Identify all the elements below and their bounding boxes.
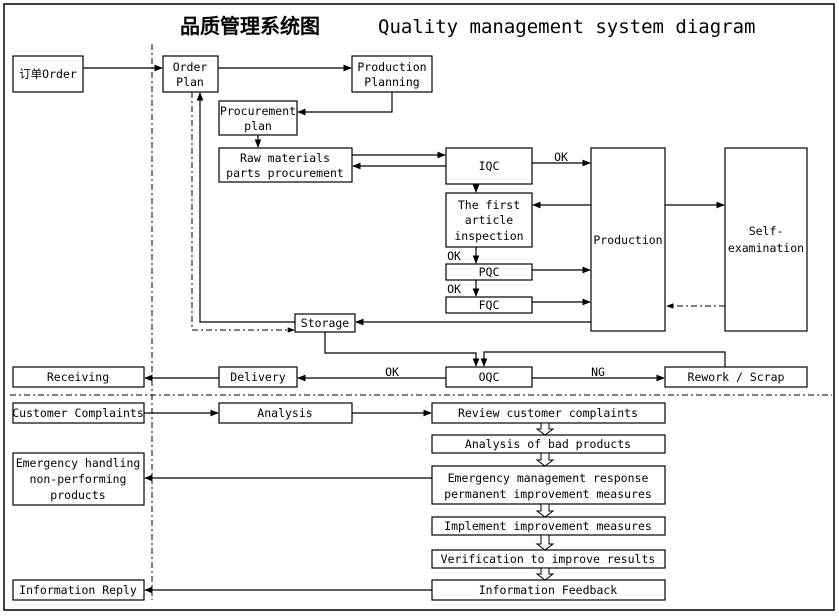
- order-plan-box: [162, 55, 219, 93]
- raw-materials-label-1: Raw materials: [240, 151, 330, 165]
- analysis-label: Analysis: [257, 406, 312, 420]
- ng-label: NG: [591, 365, 605, 379]
- order-label: 订单Order: [19, 67, 77, 81]
- hollow-arrow-2: [535, 452, 555, 467]
- pqc-label: PQC: [479, 265, 500, 279]
- first-article-label-1: The first: [458, 198, 520, 212]
- receiving-label: Receiving: [47, 370, 109, 384]
- rework-label: Rework / Scrap: [688, 370, 785, 384]
- order-box: [12, 55, 84, 93]
- hollow-arrow-3: [535, 503, 555, 518]
- hollow-arrow-5: [535, 567, 555, 581]
- production-label: Production: [593, 233, 662, 247]
- hollow-arrow-1: [535, 422, 555, 436]
- arrow-storage-to-order-plan: [196, 92, 295, 323]
- raw-materials-box: [218, 147, 353, 183]
- implement-label: Implement improvement measures: [444, 519, 652, 533]
- emergency-response-label-1: Emergency management response: [448, 471, 649, 485]
- receiving-box: [12, 366, 145, 388]
- production-box: [590, 147, 666, 332]
- info-feedback-label: Information Feedback: [479, 583, 618, 597]
- emergency-response-box: [431, 465, 666, 505]
- delivery-box: [218, 366, 298, 388]
- info-reply-label: Information Reply: [19, 583, 137, 597]
- first-article-box: [445, 192, 533, 248]
- arrow-storage-to-oqc: [324, 332, 480, 367]
- review-label: Review customer complaints: [458, 406, 638, 420]
- title-cn: 品质管理系统图: [180, 14, 320, 38]
- order-plan-label-1: Order: [173, 60, 208, 74]
- arrow-to-procurement-plan: [297, 92, 393, 116]
- ok-delivery-label: OK: [385, 365, 399, 379]
- arrow-rework-to-oqc: [480, 351, 726, 367]
- iqc-box: [445, 147, 533, 185]
- fqc-box: [445, 296, 533, 314]
- production-planning-label-1: Production: [357, 60, 426, 74]
- procurement-plan-label-1: Procurement: [220, 104, 296, 118]
- first-article-label-3: inspection: [454, 229, 523, 243]
- info-reply-box: [12, 579, 145, 601]
- rework-box: [664, 366, 808, 388]
- storage-label: Storage: [301, 316, 350, 330]
- title-en: Quality management system diagram: [378, 16, 756, 38]
- iqc-label: IQC: [479, 159, 500, 173]
- order-plan-label-2: Plan: [176, 75, 204, 89]
- pqc-box: [445, 263, 533, 281]
- ok-fqc-label: OK: [447, 282, 461, 296]
- outer-frame: [3, 3, 835, 611]
- emergency-handling-label-3: products: [50, 488, 105, 502]
- verification-label: Verification to improve results: [441, 552, 656, 566]
- emergency-handling-label-2: non-performing: [30, 472, 127, 486]
- procurement-plan-label-2: plan: [244, 119, 272, 133]
- first-article-label-2: article: [465, 213, 514, 227]
- self-exam-label-2: examination: [728, 241, 804, 255]
- oqc-box: [445, 366, 533, 388]
- hollow-arrow-4: [535, 534, 555, 551]
- bad-products-label: Analysis of bad products: [465, 437, 631, 451]
- self-exam-box: [724, 147, 808, 332]
- production-planning-label-2: Planning: [364, 75, 419, 89]
- emergency-handling-box: [12, 452, 145, 506]
- delivery-label: Delivery: [230, 370, 285, 384]
- self-exam-label-1: Self-: [749, 224, 784, 238]
- emergency-response-label-2: permanent improvement measures: [444, 487, 652, 501]
- ok-pqc-label: OK: [447, 249, 461, 263]
- arrow-plan-to-storage-dashed: [191, 92, 295, 333]
- customer-complaints-label: Customer Complaints: [12, 406, 144, 420]
- raw-materials-label-2: parts procurement: [226, 166, 344, 180]
- emergency-handling-label-1: Emergency handling: [16, 456, 141, 470]
- fqc-label: FQC: [479, 298, 500, 312]
- ok-iqc-label: OK: [554, 150, 568, 164]
- oqc-label: OQC: [479, 370, 500, 384]
